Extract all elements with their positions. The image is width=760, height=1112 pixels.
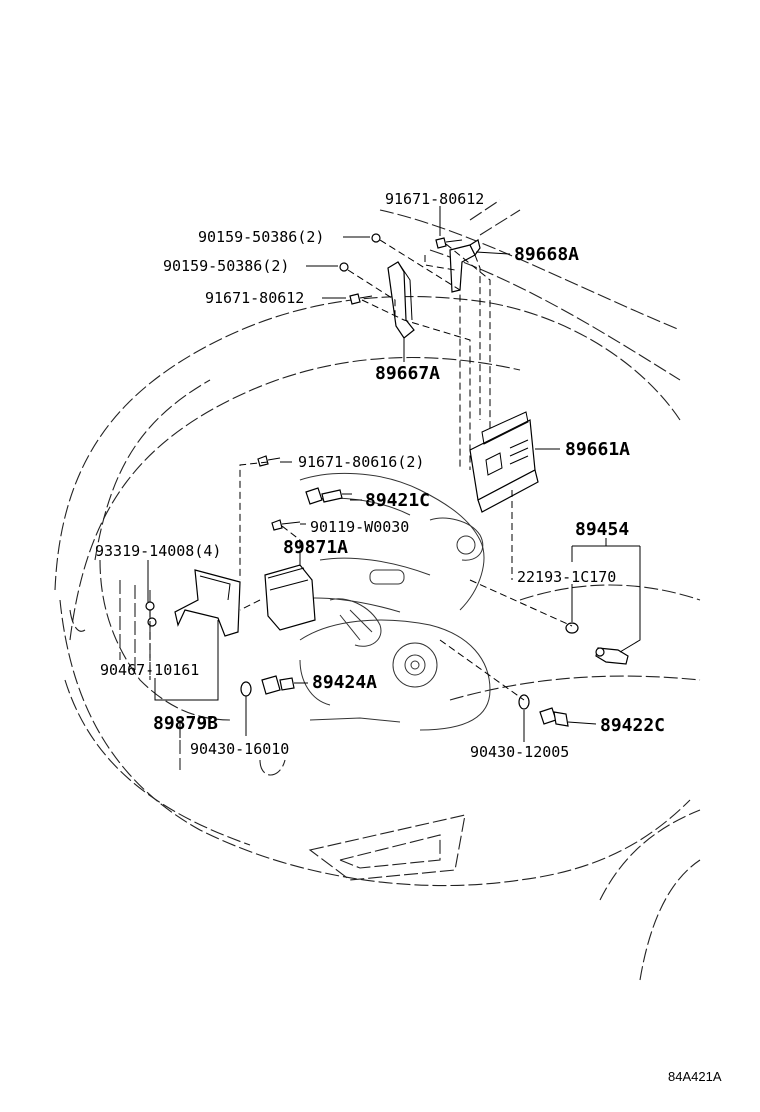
part-label-93319-14008: 93319-14008(4) [95,542,221,560]
part-label-90159-50386-b: 90159-50386(2) [163,257,289,275]
part-label-89667A: 89667A [375,363,440,384]
vehicle-body-outline [54,199,701,981]
sensor-89422C [539,707,569,727]
part-label-90430-12005: 90430-12005 [470,743,569,761]
part-label-89422C: 89422C [600,715,665,736]
part-label-89879B: 89879B [153,713,218,734]
part-label-90119-W0030: 90119-W0030 [310,518,409,536]
assembly-lines [149,239,573,701]
sensor-89421C [305,487,352,505]
bracket-89667A [387,261,415,339]
part-label-89424A: 89424A [312,672,377,693]
illustration-code: 84A421A [668,1069,722,1084]
washers [240,622,579,710]
part-label-89668A: 89668A [514,244,579,265]
part-label-91671-80616: 91671-80616(2) [298,453,424,471]
part-label-89661A: 89661A [565,439,630,460]
bolts [145,233,463,627]
part-label-90430-16010: 90430-16010 [190,740,289,758]
part-label-90159-50386-a: 90159-50386(2) [198,228,324,246]
part-label-90467-10161: 90467-10161 [100,661,199,679]
ecu-89661A [469,411,539,513]
module-89871A [264,564,316,631]
bracket-89879B [174,569,241,637]
bracket-89668A [449,239,481,293]
sensor-89424A [261,675,295,695]
part-label-91671-80612-top: 91671-80612 [385,190,484,208]
part-label-22193-1C170: 22193-1C170 [517,568,616,586]
part-label-89454: 89454 [575,519,629,540]
engine-illustration [289,472,491,731]
part-label-89421C: 89421C [365,490,430,511]
leader-lines [147,206,641,742]
part-label-89871A: 89871A [283,537,348,558]
part-label-91671-80612-mid: 91671-80612 [205,289,304,307]
part-labels: 91671-80612 90159-50386(2) 89668A 90159-… [95,190,722,1084]
